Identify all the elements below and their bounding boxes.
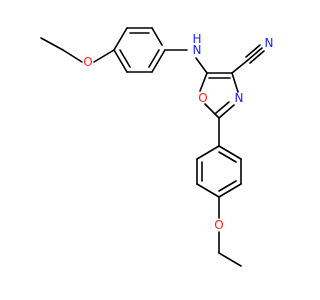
bond-c4-to-cn [231,59,249,74]
bond-ring-bot-6-inner [218,151,237,163]
bond-ring-to-oether-top [93,49,115,63]
amine-hydrogen-label: H [192,32,201,46]
bond-ring-top-3 [113,27,128,51]
nitrile-nitrogen-label: N [265,36,274,50]
bonds [40,27,265,267]
bond-ring-bot-4-inner [218,180,237,192]
bond-ring-bot-1 [196,145,220,160]
bond-o1-c5 [199,72,208,92]
molecule-structure-diagram: N H N O N O O [40,27,273,267]
ether-oxygen-bottom-label: O [214,218,223,232]
bond-ring-top-1 [151,27,163,46]
bond-nitrile-1 [247,47,263,61]
bond-ring-bot-4 [218,183,242,198]
bond-ring-top-4-inner [119,49,131,68]
bond-ring-top-6 [151,49,166,73]
oxazole-nitrogen-label: N [235,91,244,105]
atom-labels: N H N O N O O [83,32,273,232]
bond-n3-c2 [218,104,235,119]
bond-nh-to-c5 [195,57,208,74]
bond-nitrile-2 [245,44,261,58]
bond-n3-c2-inner [215,101,230,114]
bond-ring-bot-3 [196,183,220,198]
bond-ring-top-6-inner [148,49,160,68]
bond-nitrile-3 [249,50,265,64]
bond-c4-n3 [231,72,239,93]
bond-ethyl-bottom [218,252,242,267]
bond-oether-top-ch2 [62,49,83,63]
amine-nitrogen-label: N [193,43,202,57]
bond-c2-o1 [204,103,220,119]
ether-oxygen-top-label: O [83,55,92,69]
bond-ethyl-top [40,37,64,51]
bond-ring-bot-6 [218,145,242,160]
bond-ring-top-4 [113,49,128,73]
oxazole-oxygen-label: O [198,91,207,105]
